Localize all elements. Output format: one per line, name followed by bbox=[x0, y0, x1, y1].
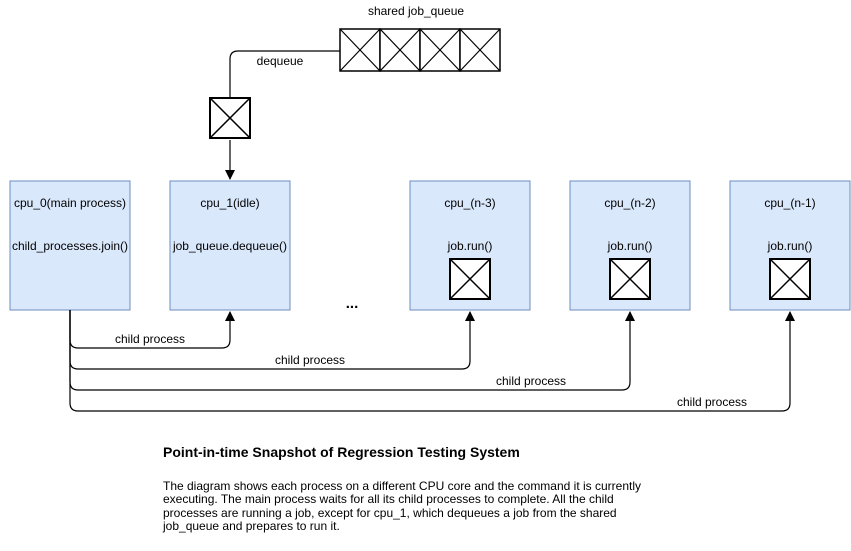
cpu-node-cpu-n-1: cpu_(n-1) job.run() bbox=[729, 180, 851, 311]
caption-line: The diagram shows each process on a diff… bbox=[163, 479, 642, 493]
running-job-icon bbox=[449, 258, 491, 300]
cpu-command: job.run() bbox=[607, 239, 653, 253]
cpu-name: cpu_(n-1) bbox=[764, 196, 815, 210]
cpu-name: cpu_(n-3) bbox=[444, 196, 495, 210]
child-process-edge-cpu-n-1 bbox=[69, 310, 795, 412]
cpu-node-cpu0: cpu_0(main process) child_processes.join… bbox=[9, 180, 131, 311]
job-queue bbox=[339, 28, 501, 72]
queue-label: shared job_queue bbox=[368, 4, 464, 18]
dequeue-connector bbox=[229, 50, 340, 97]
running-job-icon bbox=[769, 258, 811, 300]
caption-title: Point-in-time Snapshot of Regression Tes… bbox=[163, 444, 520, 460]
caption-line: executing. The main process waits for al… bbox=[163, 492, 614, 507]
child-process-label: child process bbox=[496, 374, 566, 388]
cpu-node-cpu-n-2: cpu_(n-2) job.run() bbox=[569, 180, 691, 311]
caption-body: The diagram shows each process on a diff… bbox=[163, 479, 663, 534]
cpu-name: cpu_(n-2) bbox=[604, 196, 655, 210]
caption-line: processes are running a job, except for … bbox=[163, 505, 617, 520]
cpu-command: job_queue.dequeue() bbox=[172, 239, 287, 253]
ellipsis: ... bbox=[346, 295, 359, 312]
cpu-node-cpu1: cpu_1(idle) job_queue.dequeue() bbox=[169, 180, 291, 311]
dequeue-label: dequeue bbox=[257, 54, 304, 68]
child-process-label: child process bbox=[275, 353, 345, 367]
cpu-node-cpu-n-3: cpu_(n-3) job.run() bbox=[409, 180, 531, 311]
caption-line: job_queue and prepares to run it. bbox=[163, 519, 340, 534]
child-process-label: child process bbox=[677, 395, 747, 409]
cpu-name: cpu_0(main process) bbox=[14, 196, 126, 210]
cpu-command: job.run() bbox=[447, 239, 493, 253]
cpu-command: job.run() bbox=[767, 239, 813, 253]
caption: Point-in-time Snapshot of Regression Tes… bbox=[163, 444, 663, 534]
running-job-icon bbox=[609, 258, 651, 300]
queue-slot bbox=[459, 28, 501, 72]
cpu-name: cpu_1(idle) bbox=[200, 196, 259, 210]
queue-slot bbox=[379, 28, 421, 72]
queue-slot bbox=[339, 28, 381, 72]
cpu-command: child_processes.join() bbox=[12, 239, 128, 253]
dequeued-job-icon bbox=[209, 97, 251, 139]
queue-slot bbox=[419, 28, 461, 72]
child-process-label: child process bbox=[115, 332, 185, 346]
